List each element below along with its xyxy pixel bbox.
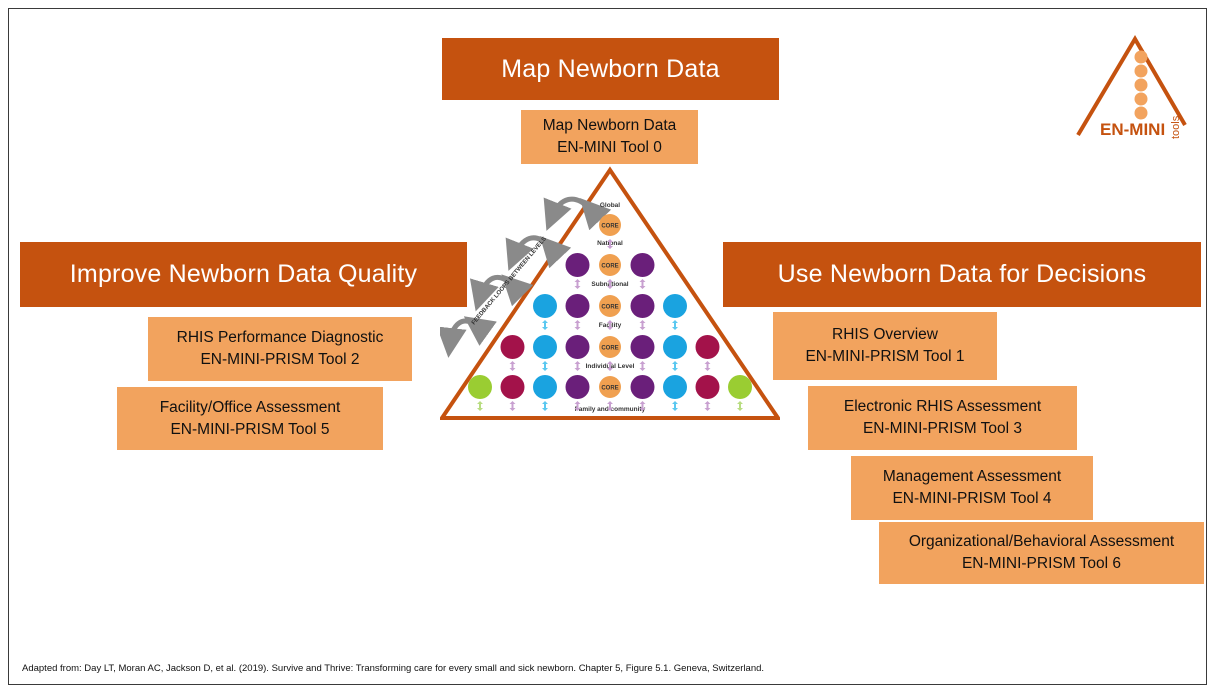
updown-arrow-icon bbox=[542, 320, 548, 330]
core-label: CORE bbox=[601, 264, 618, 270]
core-circle bbox=[599, 214, 621, 236]
tool-0-label: EN-MINI Tool 0 bbox=[557, 139, 662, 156]
blue-circle bbox=[663, 294, 687, 318]
updown-arrow-icon bbox=[509, 401, 516, 411]
core-label: CORE bbox=[601, 224, 618, 230]
tool-3-label: EN-MINI-PRISM Tool 3 bbox=[862, 420, 1023, 437]
purple-circle bbox=[565, 294, 590, 318]
updown-arrow-icon bbox=[607, 361, 613, 371]
purple-circle bbox=[630, 294, 655, 318]
updown-arrow-icon bbox=[542, 361, 548, 371]
updown-arrow-icon bbox=[509, 361, 516, 371]
core-circle bbox=[599, 376, 621, 398]
updown-arrow-icon bbox=[607, 239, 613, 249]
core-circle bbox=[599, 295, 621, 317]
green-circle bbox=[728, 375, 752, 399]
tool-2-box: RHIS Performance Diagnostic EN-MINI-PRIS… bbox=[148, 317, 412, 381]
logo-tools-text: tools bbox=[1170, 115, 1182, 139]
core-label: CORE bbox=[601, 305, 618, 311]
feedback-arrow-icon bbox=[469, 274, 534, 312]
tool-4-label: EN-MINI-PRISM Tool 4 bbox=[892, 490, 1052, 507]
core-circle bbox=[599, 254, 621, 276]
data-pyramid-diagram: FEEDBACK LOOPS BETWEEN LEVELS GlobalNati… bbox=[440, 166, 780, 420]
purple-circle bbox=[565, 335, 590, 359]
purple-circle bbox=[630, 253, 655, 277]
updown-arrow-icon bbox=[542, 401, 548, 411]
updown-arrow-icon bbox=[737, 401, 743, 411]
logo-dot bbox=[1134, 50, 1148, 64]
crimson-circle bbox=[695, 335, 720, 359]
updown-arrow-icon bbox=[477, 401, 483, 411]
tool-1-box: RHIS Overview EN-MINI-PRISM Tool 1 bbox=[773, 312, 997, 380]
updown-arrow-icon bbox=[607, 279, 613, 289]
crimson-circle bbox=[500, 335, 525, 359]
feedback-arrow-icon bbox=[505, 235, 572, 271]
tool-6-box: Organizational/Behavioral Assessment EN-… bbox=[879, 522, 1204, 584]
blue-circle bbox=[663, 375, 687, 399]
blue-circle bbox=[533, 294, 557, 318]
logo-triangle-icon bbox=[1076, 35, 1187, 137]
feedback-loop-arrows bbox=[440, 196, 612, 358]
updown-arrow-icon bbox=[639, 279, 646, 289]
slide-frame bbox=[8, 8, 1207, 685]
crimson-circle bbox=[500, 375, 525, 399]
updown-arrow-icon bbox=[574, 361, 581, 371]
tool-4-box: Management Assessment EN-MINI-PRISM Tool… bbox=[851, 456, 1093, 520]
blue-circle bbox=[533, 335, 557, 359]
updown-arrow-icon bbox=[672, 401, 678, 411]
updown-arrow-icon bbox=[704, 361, 711, 371]
crimson-circle bbox=[695, 375, 720, 399]
purple-circle bbox=[565, 253, 590, 277]
tool-4-title: Management Assessment bbox=[882, 468, 1062, 485]
purple-circle bbox=[565, 375, 590, 399]
updown-arrow-icon bbox=[574, 401, 581, 411]
feedback-arrow-icon bbox=[440, 316, 497, 358]
logo-dot bbox=[1134, 92, 1148, 106]
tool-5-box: Facility/Office Assessment EN-MINI-PRISM… bbox=[117, 387, 383, 450]
level-label: Global bbox=[600, 202, 620, 209]
blue-circle bbox=[533, 375, 557, 399]
updown-arrow-icon bbox=[639, 401, 646, 411]
en-mini-tools-logo: EN-MINI tools bbox=[1076, 35, 1187, 139]
updown-arrow-icon bbox=[574, 320, 581, 330]
updown-arrow-icon bbox=[607, 320, 613, 330]
updown-arrow-icon bbox=[639, 361, 646, 371]
source-citation: Adapted from: Day LT, Moran AC, Jackson … bbox=[22, 663, 765, 674]
tool-0-box: Map Newborn Data EN-MINI Tool 0 bbox=[521, 110, 698, 164]
core-circle bbox=[599, 336, 621, 358]
updown-arrow-icon bbox=[672, 320, 678, 330]
improve-data-quality-header: Improve Newborn Data Quality bbox=[20, 242, 467, 307]
tool-3-title: Electronic RHIS Assessment bbox=[843, 398, 1042, 415]
logo-dots-icon bbox=[1134, 50, 1148, 120]
purple-circle bbox=[630, 335, 655, 359]
tool-2-title: RHIS Performance Diagnostic bbox=[176, 329, 384, 346]
updown-arrow-icon bbox=[574, 279, 581, 289]
tool-6-title: Organizational/Behavioral Assessment bbox=[908, 533, 1175, 550]
blue-circle bbox=[663, 335, 687, 359]
tool-0-title: Map Newborn Data bbox=[542, 117, 677, 134]
logo-dot bbox=[1134, 106, 1148, 120]
purple-circle bbox=[630, 375, 655, 399]
map-newborn-data-header: Map Newborn Data bbox=[442, 38, 779, 100]
core-label: CORE bbox=[601, 386, 618, 392]
tool-1-label: EN-MINI-PRISM Tool 1 bbox=[805, 348, 965, 365]
core-label: CORE bbox=[601, 346, 618, 352]
updown-arrow-icon bbox=[607, 401, 613, 411]
logo-text: EN-MINI bbox=[1100, 120, 1165, 139]
updown-arrow-icon bbox=[639, 320, 646, 330]
tool-1-title: RHIS Overview bbox=[832, 326, 938, 343]
tool-3-box: Electronic RHIS Assessment EN-MINI-PRISM… bbox=[808, 386, 1077, 450]
tool-5-title: Facility/Office Assessment bbox=[159, 398, 341, 416]
tool-6-label: EN-MINI-PRISM Tool 6 bbox=[961, 555, 1122, 572]
feedback-arrow-icon bbox=[543, 196, 612, 231]
use-data-for-decisions-header: Use Newborn Data for Decisions bbox=[723, 242, 1201, 307]
updown-arrow-icon bbox=[704, 401, 711, 411]
logo-dot bbox=[1134, 64, 1148, 78]
updown-arrow-icon bbox=[672, 361, 678, 371]
green-circle bbox=[468, 375, 492, 399]
tool-2-label: EN-MINI-PRISM Tool 2 bbox=[200, 351, 360, 368]
logo-dot bbox=[1134, 78, 1148, 92]
tool-5-label: EN-MINI-PRISM Tool 5 bbox=[170, 420, 330, 438]
